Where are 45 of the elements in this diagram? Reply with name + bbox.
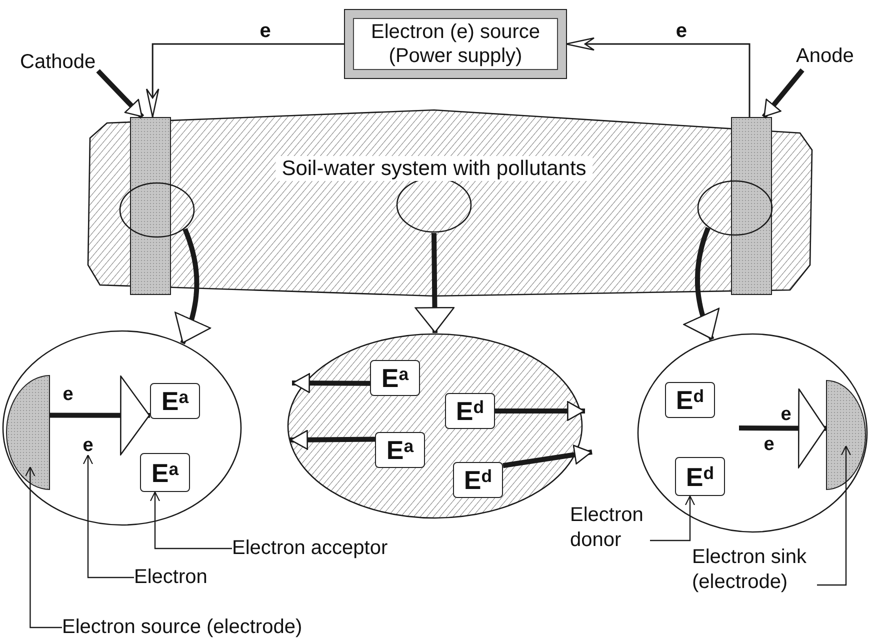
electron-symbol: e — [80, 437, 96, 455]
block-arrow — [174, 228, 212, 344]
leader-line — [82, 454, 134, 578]
electron-symbol: e — [60, 386, 76, 404]
acceptor-box: E$^{a}$ — [370, 360, 420, 396]
block-arrow — [502, 444, 592, 468]
block-arrow — [739, 388, 826, 468]
callout-label: Electron sink (electrode) — [692, 545, 817, 595]
block-arrow — [683, 226, 720, 340]
electrode-label: Cathode — [20, 50, 98, 76]
callout-label: Electron — [134, 565, 216, 590]
leader-line — [650, 495, 696, 542]
detail-circle — [2, 330, 242, 526]
wire-arrow — [565, 37, 750, 117]
acceptor-box: E$^{a}$ — [140, 453, 190, 492]
block-arrow — [762, 68, 804, 119]
donor-box: E$^{d}$ — [665, 382, 715, 418]
callout-label: Electron donor — [570, 503, 650, 553]
donor-box: E$^{d}$ — [675, 457, 725, 496]
block-arrow — [495, 401, 585, 421]
electrode-segment — [826, 380, 866, 490]
power-supply-box: Electron (e) source (Power supply) — [345, 10, 566, 78]
soil-water-band — [86, 108, 814, 298]
zoom-region-ellipse — [697, 180, 773, 236]
electron-symbol: e — [778, 406, 794, 424]
wire-arrow — [146, 43, 345, 118]
electron-symbol: e — [761, 436, 777, 454]
leader-line — [25, 466, 62, 628]
leader-line — [150, 491, 232, 550]
callout-label: Electron acceptor — [232, 536, 397, 561]
acceptor-box: E$^{a}$ — [150, 383, 200, 419]
band-label: Soil-water system with pollutants — [276, 156, 592, 182]
block-arrow — [414, 232, 455, 334]
block-arrow — [50, 375, 150, 456]
acceptor-box: E$^{a}$ — [375, 432, 425, 468]
cathode-bar — [130, 117, 171, 295]
callout-label: Electron source (electrode) — [62, 615, 312, 640]
zoom-region-ellipse — [119, 182, 195, 238]
electrode-label: Anode — [796, 44, 860, 70]
block-arrow — [96, 69, 144, 119]
anode-bar — [731, 117, 772, 295]
donor-box: E$^{d}$ — [445, 393, 495, 429]
leader-line — [817, 445, 852, 586]
donor-box: E$^{d}$ — [453, 462, 503, 498]
block-arrow — [292, 373, 370, 394]
